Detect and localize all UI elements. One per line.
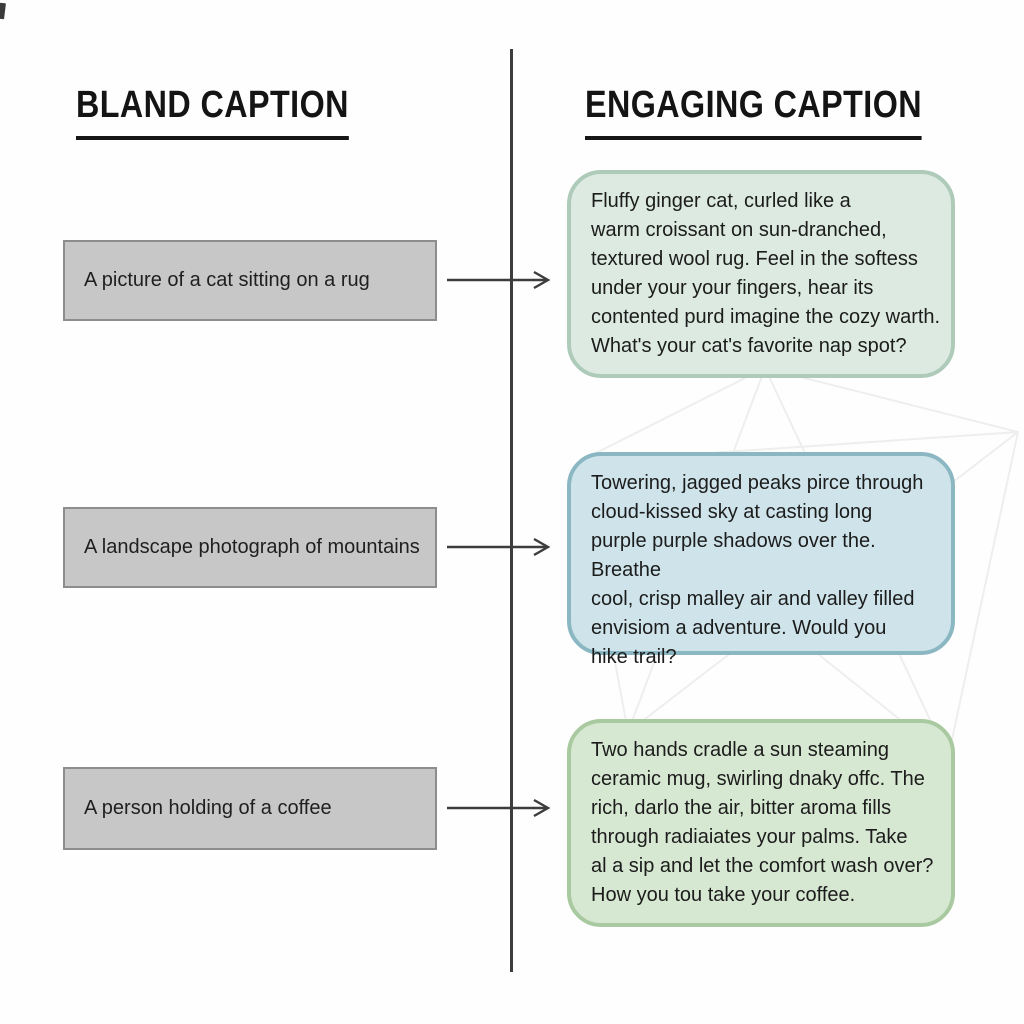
- bland-caption-text: A picture of a cat sitting on a rug: [84, 269, 370, 291]
- bland-caption-box-coffee: A person holding of a coffee: [63, 767, 437, 850]
- bland-caption-text: A landscape photograph of mountains: [84, 536, 420, 558]
- engaging-caption-box-cat: Fluffy ginger cat, curled like a warm cr…: [567, 170, 955, 378]
- engaging-caption-box-coffee: Two hands cradle a sun steaming ceramic …: [567, 719, 955, 927]
- arrow-icon: [447, 270, 551, 290]
- bland-caption-text: A person holding of a coffee: [84, 797, 332, 819]
- engaging-caption-box-mountains: Towering, jagged peaks pirce through clo…: [567, 452, 955, 668]
- column-divider-line: [510, 49, 513, 972]
- engaging-column-header: ENGAGING CAPTION: [585, 84, 922, 140]
- arrow-icon: [447, 537, 551, 557]
- bland-caption-box-cat: A picture of a cat sitting on a rug: [63, 240, 437, 321]
- arrow-icon: [447, 798, 551, 818]
- bland-caption-box-mountains: A landscape photograph of mountains: [63, 507, 437, 588]
- bland-column-header: BLAND CAPTION: [76, 84, 349, 140]
